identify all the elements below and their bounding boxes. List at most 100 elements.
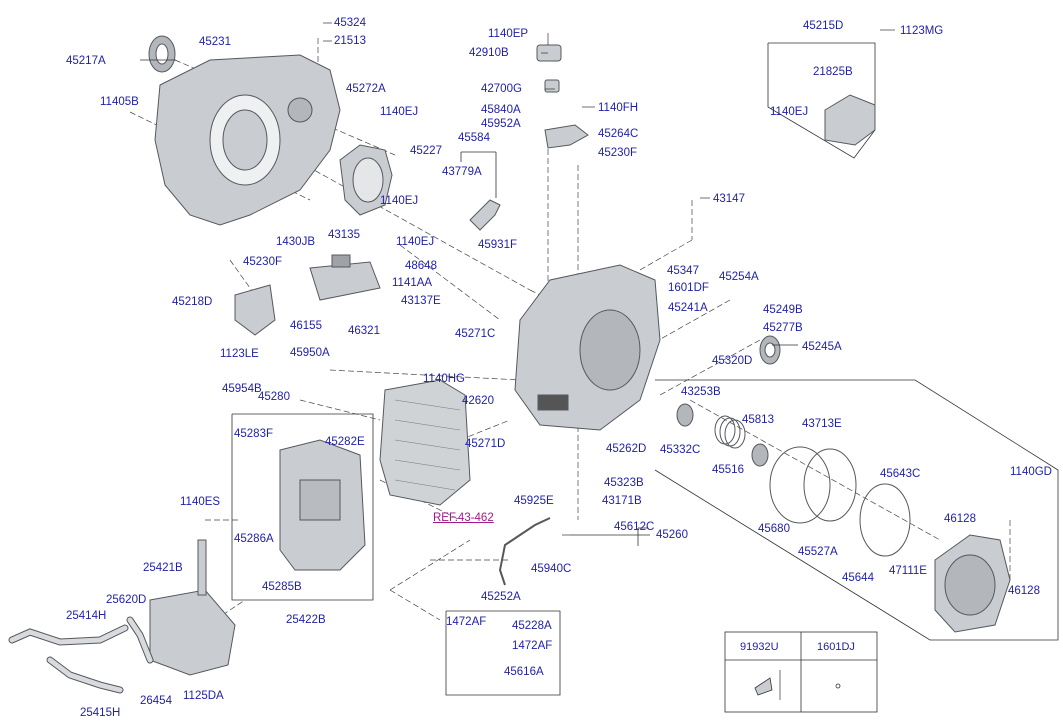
part-label-45285b[interactable]: 45285B: [262, 581, 302, 593]
part-label-45218d[interactable]: 45218D: [172, 296, 213, 308]
part-label-45217a[interactable]: 45217A: [66, 55, 106, 67]
part-label-45612c[interactable]: 45612C: [614, 521, 655, 533]
part-label-46321[interactable]: 46321: [348, 325, 380, 337]
part-label-45931f[interactable]: 45931F: [478, 239, 518, 251]
part-label-48648[interactable]: 48648: [405, 260, 437, 272]
part-label-45241a[interactable]: 45241A: [668, 302, 708, 314]
part-label-45230f[interactable]: 45230F: [243, 256, 283, 268]
bracket-43779A: [469, 199, 501, 231]
part-label-45249b[interactable]: 45249B: [763, 304, 803, 316]
part-label-1140fh[interactable]: 1140FH: [598, 102, 639, 114]
part-label-45264c[interactable]: 45264C: [598, 128, 639, 140]
part-label-45324[interactable]: 45324: [334, 17, 366, 29]
part-label-25620d[interactable]: 25620D: [106, 594, 147, 606]
part-label-45323b[interactable]: 45323B: [604, 477, 644, 489]
part-label-25422b[interactable]: 25422B: [286, 614, 326, 626]
part-label-45840a[interactable]: 45840A: [481, 104, 521, 116]
part-label-45643c[interactable]: 45643C: [880, 468, 921, 480]
part-label-45252a[interactable]: 45252A: [481, 591, 521, 603]
part-label-21513[interactable]: 21513: [334, 35, 366, 47]
part-label-45277b[interactable]: 45277B: [763, 322, 803, 334]
part-label-45271d[interactable]: 45271D: [465, 438, 506, 450]
part-label-1430jb[interactable]: 1430JB: [276, 236, 316, 248]
bracket-45218D: [234, 284, 276, 336]
part-label-45228a[interactable]: 45228A: [512, 620, 552, 632]
part-label-45283f[interactable]: 45283F: [234, 428, 274, 440]
part-label-26454[interactable]: 26454: [140, 695, 172, 707]
part-label-43147[interactable]: 43147: [713, 193, 745, 205]
part-label-25421b[interactable]: 25421B: [143, 562, 183, 574]
part-label-1472af[interactable]: 1472AF: [446, 616, 487, 628]
part-label-1472af[interactable]: 1472AF: [512, 640, 553, 652]
part-label-45227[interactable]: 45227: [410, 145, 442, 157]
part-label-1123mg[interactable]: 1123MG: [900, 25, 944, 37]
part-label-45952a[interactable]: 45952A: [481, 118, 521, 130]
part-label-42700g[interactable]: 42700G: [481, 83, 522, 95]
part-label-42910b[interactable]: 42910B: [469, 47, 509, 59]
part-label-45272a[interactable]: 45272A: [346, 83, 386, 95]
cover-47111E: [934, 534, 1011, 633]
part-label-45282e[interactable]: 45282E: [325, 436, 365, 448]
part-label-1140ej[interactable]: 1140EJ: [380, 106, 419, 118]
part-label-43713e[interactable]: 43713E: [802, 418, 842, 430]
part-label-45230f[interactable]: 45230F: [598, 147, 638, 159]
part-label-1141aa[interactable]: 1141AA: [392, 277, 433, 289]
part-label-45286a[interactable]: 45286A: [234, 533, 274, 545]
part-label-42620[interactable]: 42620: [462, 395, 494, 407]
part-label-1125da[interactable]: 1125DA: [183, 690, 224, 702]
part-label-1601df[interactable]: 1601DF: [668, 282, 709, 294]
part-label-ref-43-462[interactable]: REF.43-462: [433, 512, 494, 524]
part-label-45280[interactable]: 45280: [258, 391, 290, 403]
hoses-inner: [9, 617, 153, 693]
part-label-45245a[interactable]: 45245A: [802, 341, 842, 353]
part-label-25415h[interactable]: 25415H: [80, 707, 121, 719]
part-label-45231[interactable]: 45231: [199, 36, 231, 48]
part-label-45332c[interactable]: 45332C: [660, 444, 701, 456]
part-label-45254a[interactable]: 45254A: [719, 271, 759, 283]
part-label-11405b[interactable]: 11405B: [100, 96, 139, 108]
part-label-45616a[interactable]: 45616A: [504, 666, 544, 678]
part-label-1140es[interactable]: 1140ES: [180, 496, 221, 508]
part-label-47111e[interactable]: 47111E: [889, 565, 927, 577]
part-label-45260[interactable]: 45260: [656, 529, 688, 541]
cover-43135: [339, 144, 393, 216]
part-label-45262d[interactable]: 45262D: [606, 443, 647, 455]
part-label-45813[interactable]: 45813: [742, 414, 774, 426]
part-label-25414h[interactable]: 25414H: [66, 610, 107, 622]
part-label-45584[interactable]: 45584: [458, 132, 490, 144]
part-label-43779a[interactable]: 43779A: [442, 166, 482, 178]
part-label-45347[interactable]: 45347: [667, 265, 699, 277]
part-label-45644[interactable]: 45644: [842, 572, 874, 584]
part-label-45925e[interactable]: 45925E: [514, 495, 554, 507]
part-label-45271c[interactable]: 45271C: [455, 328, 496, 340]
part-label-45215d[interactable]: 45215D: [803, 20, 844, 32]
part-label-43171b[interactable]: 43171B: [602, 495, 642, 507]
part-label-45516[interactable]: 45516: [712, 464, 744, 476]
part-label-1140ep[interactable]: 1140EP: [488, 28, 529, 40]
transmission-housing-45231: [154, 54, 341, 226]
part-label-45940c[interactable]: 45940C: [531, 563, 572, 575]
part-label-1123le[interactable]: 1123LE: [220, 348, 259, 360]
part-label-45320d[interactable]: 45320D: [712, 355, 753, 367]
part-label-1140gd[interactable]: 1140GD: [1010, 466, 1052, 478]
part-label-1140ej[interactable]: 1140EJ: [770, 106, 809, 118]
cooler-assembly: [149, 539, 236, 676]
part-label-46128[interactable]: 46128: [944, 513, 976, 525]
part-label-43137e[interactable]: 43137E: [401, 295, 441, 307]
part-label-21825b[interactable]: 21825B: [813, 66, 853, 78]
part-label-46155[interactable]: 46155: [290, 320, 322, 332]
case-45241A: [514, 264, 661, 431]
filter-46321: [309, 254, 381, 301]
part-label-45527a[interactable]: 45527A: [798, 546, 838, 558]
part-label-45954b[interactable]: 45954B: [222, 383, 262, 395]
part-label-45680[interactable]: 45680: [758, 523, 790, 535]
part-label-46128[interactable]: 46128: [1008, 585, 1040, 597]
part-label-43253b[interactable]: 43253B: [681, 386, 721, 398]
part-label-1140ej[interactable]: 1140EJ: [380, 195, 419, 207]
part-label-43135[interactable]: 43135: [328, 229, 360, 241]
housing-cover-group-box: [654, 379, 1059, 641]
part-label-1140hg[interactable]: 1140HG: [423, 373, 465, 385]
part-label-1140ej[interactable]: 1140EJ: [396, 236, 435, 248]
part-label-45950a[interactable]: 45950A: [290, 347, 330, 359]
